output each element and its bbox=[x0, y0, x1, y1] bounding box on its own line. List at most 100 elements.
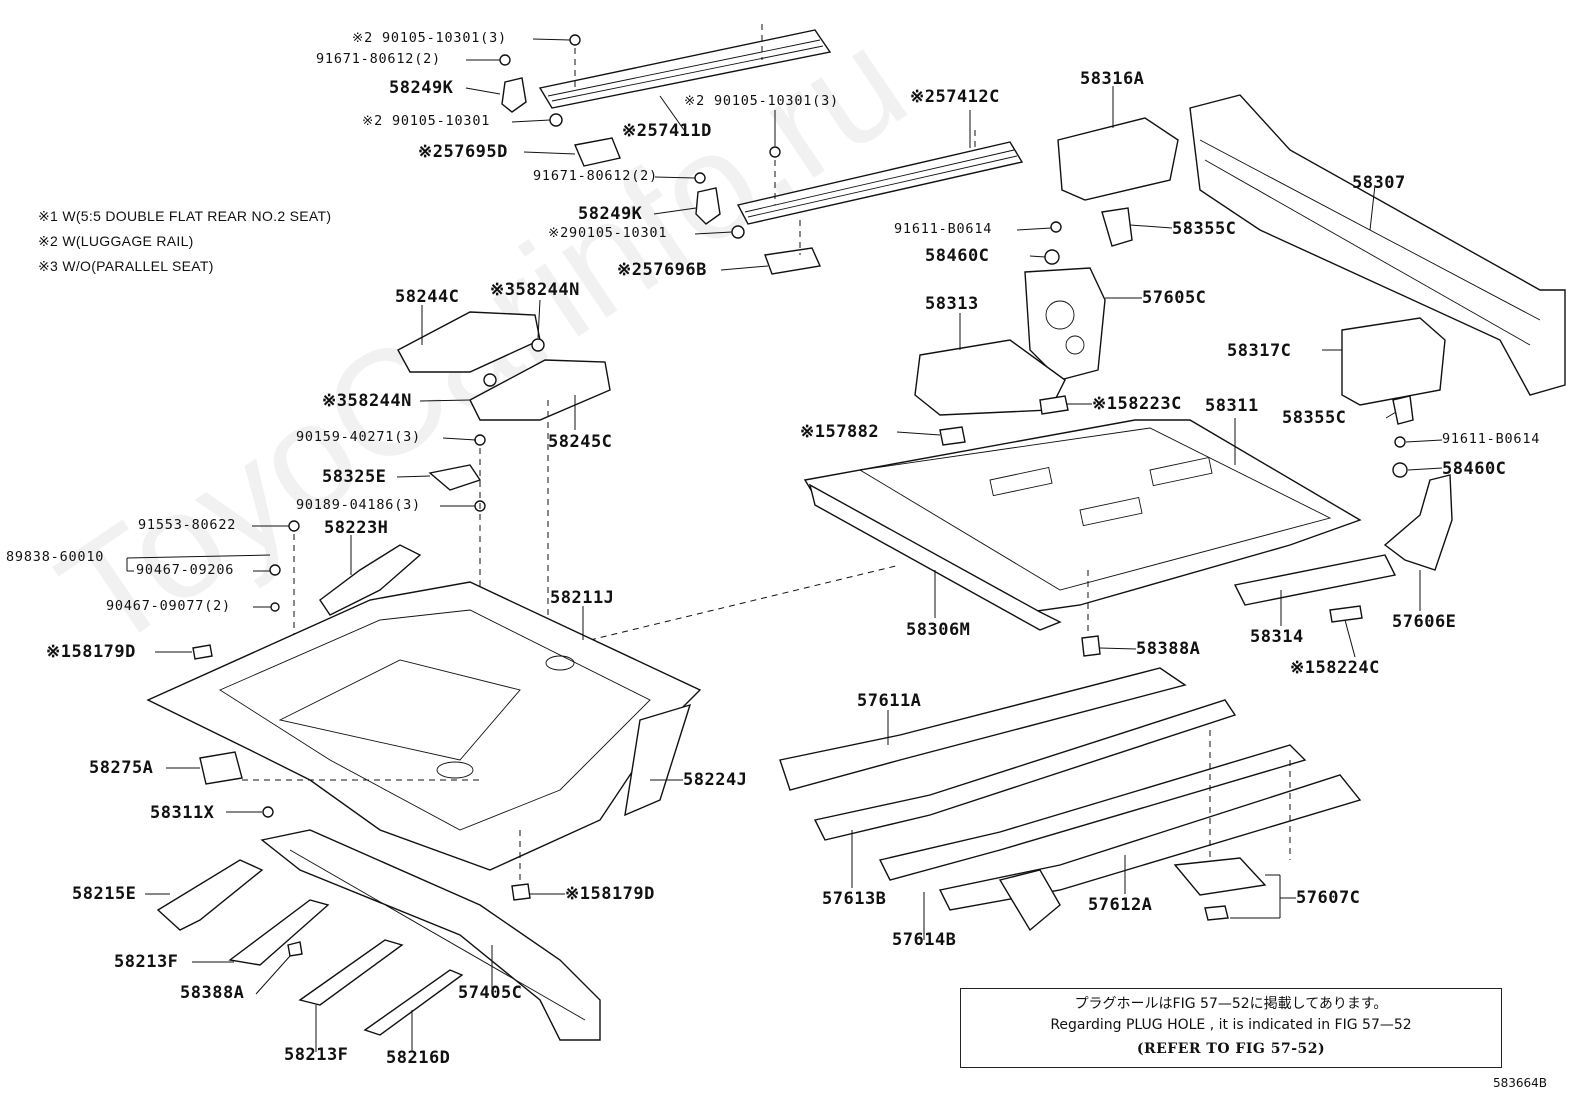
bracket-58355c bbox=[1101, 207, 1133, 247]
part-label: ※257411D bbox=[622, 121, 712, 141]
plate-58224c bbox=[1329, 605, 1363, 623]
part-label: ※2 90105-10301(3) bbox=[352, 30, 507, 46]
plate-57607c-upper bbox=[1173, 857, 1267, 896]
bracket-58223c bbox=[1039, 395, 1069, 415]
part-label: 58249K bbox=[578, 204, 643, 224]
footnote-1: ※1 W(5:5 DOUBLE FLAT REAR NO.2 SEAT) bbox=[38, 209, 331, 223]
part-label: 57405C bbox=[458, 983, 523, 1003]
footnote-3: ※3 W/O(PARALLEL SEAT) bbox=[38, 259, 214, 273]
part-label: 58311X bbox=[150, 803, 215, 823]
part-label: ※257695D bbox=[418, 142, 508, 162]
bracket-58325e bbox=[428, 464, 482, 491]
part-label: 90467-09077(2) bbox=[106, 598, 231, 614]
part-label: 91553-80622 bbox=[138, 517, 237, 533]
part-label: 58388A bbox=[1136, 639, 1201, 659]
part-label: 58216D bbox=[386, 1048, 451, 1068]
part-label: 58215E bbox=[72, 884, 137, 904]
part-label: 58213F bbox=[284, 1045, 349, 1065]
footnote-3-text: W/O(PARALLEL SEAT) bbox=[62, 258, 214, 274]
part-label: ※158223C bbox=[1092, 394, 1182, 414]
member-58213f-upper bbox=[228, 899, 330, 966]
plug-hole-note: プラグホールはFIG 57—52に掲載してあります。 Regarding PLU… bbox=[960, 988, 1502, 1068]
part-label: ※2 90105-10301 bbox=[362, 113, 491, 129]
part-label: 58213F bbox=[114, 952, 179, 972]
footnote-1-text: W(5:5 DOUBLE FLAT REAR NO.2 SEAT) bbox=[62, 208, 332, 224]
part-label: 58460C bbox=[925, 246, 990, 266]
part-label: ※358244N bbox=[490, 280, 580, 300]
member-58213f-lower bbox=[298, 939, 404, 1006]
part-label: ※158179D bbox=[46, 642, 136, 662]
part-label: 58249K bbox=[389, 78, 454, 98]
bracket-57614b-foot bbox=[998, 869, 1061, 932]
sill-57612a bbox=[878, 744, 1307, 881]
side-member-58307 bbox=[1189, 94, 1566, 396]
luggage-rail-57412c bbox=[736, 141, 1024, 225]
front-floor-pan-58211j bbox=[146, 581, 702, 871]
part-label: ※2 90105-10301(3) bbox=[684, 93, 839, 109]
part-label: 57605C bbox=[1142, 288, 1207, 308]
sill-57613b bbox=[813, 699, 1237, 841]
figure-number: 583664B bbox=[1493, 1076, 1548, 1090]
part-label: 57614B bbox=[892, 930, 957, 950]
note-japanese: プラグホールはFIG 57—52に掲載してあります。 bbox=[1074, 996, 1388, 1012]
side-member-57405c bbox=[260, 829, 601, 1041]
part-label: 58355C bbox=[1172, 219, 1237, 239]
note-english: Regarding PLUG HOLE , it is indicated in… bbox=[1050, 1017, 1412, 1033]
bracket-58249k-lower bbox=[695, 187, 721, 225]
part-label: 58311 bbox=[1205, 396, 1259, 416]
part-label: ※358244N bbox=[322, 391, 412, 411]
part-label: 58317C bbox=[1227, 341, 1292, 361]
part-label: 91671-80612(2) bbox=[316, 51, 441, 67]
luggage-rail-57411d bbox=[538, 29, 832, 109]
part-label: 58223H bbox=[324, 518, 389, 538]
part-label: ※158179D bbox=[565, 884, 655, 904]
part-label: 58355C bbox=[1282, 408, 1347, 428]
bracket-58275a bbox=[199, 751, 243, 785]
panel-57606e bbox=[1383, 474, 1453, 571]
part-label: 90159-40271(3) bbox=[296, 429, 421, 445]
side-bracket-58224j bbox=[624, 703, 692, 817]
part-label: 58245C bbox=[548, 432, 613, 452]
part-label: 58275A bbox=[89, 758, 154, 778]
part-label: 57611A bbox=[857, 691, 922, 711]
part-label: 89838-60010 bbox=[6, 549, 105, 565]
sill-57611a bbox=[779, 667, 1187, 791]
footnote-2: ※2 W(LUGGAGE RAIL) bbox=[38, 234, 194, 248]
bracket-57882 bbox=[939, 426, 966, 446]
plug-58179d-a bbox=[192, 644, 213, 660]
footnote-1-mark: ※1 bbox=[38, 208, 59, 224]
part-label: 58313 bbox=[925, 294, 979, 314]
sill-57614b bbox=[938, 774, 1362, 911]
part-label: 58325E bbox=[322, 467, 387, 487]
part-label: 57613B bbox=[822, 889, 887, 909]
member-58216d bbox=[363, 969, 464, 1036]
panel-58316a bbox=[1057, 117, 1179, 201]
bracket-58223h bbox=[319, 544, 422, 616]
part-label: ※158224C bbox=[1290, 658, 1380, 678]
part-label: ※157882 bbox=[800, 422, 880, 442]
footnote-3-mark: ※3 bbox=[38, 258, 59, 274]
part-label: ※290105-10301 bbox=[548, 225, 668, 241]
part-label: 58388A bbox=[180, 983, 245, 1003]
floor-pan-58245c bbox=[469, 359, 611, 421]
part-label: 91671-80612(2) bbox=[533, 168, 658, 184]
part-label: 58460C bbox=[1442, 459, 1507, 479]
part-label: 90189-04186(3) bbox=[296, 497, 421, 513]
member-58215e bbox=[156, 859, 264, 931]
bracket-57696b bbox=[764, 247, 822, 275]
crossmember-58306m bbox=[808, 483, 1062, 631]
part-label: 90467-09206 bbox=[136, 562, 235, 578]
part-label: 91611-B0614 bbox=[1442, 431, 1541, 447]
part-label: 57606E bbox=[1392, 612, 1457, 632]
part-label: 58211J bbox=[550, 588, 615, 608]
crossmember-58314 bbox=[1233, 554, 1397, 606]
part-label: 58306M bbox=[906, 620, 971, 640]
part-label: 58224J bbox=[683, 770, 748, 790]
part-label: 57612A bbox=[1088, 895, 1153, 915]
plug-58179d-b bbox=[511, 883, 531, 901]
panel-58317c bbox=[1341, 317, 1446, 406]
bracket-58249k-upper bbox=[501, 77, 527, 113]
part-label: ※257696B bbox=[617, 260, 707, 280]
